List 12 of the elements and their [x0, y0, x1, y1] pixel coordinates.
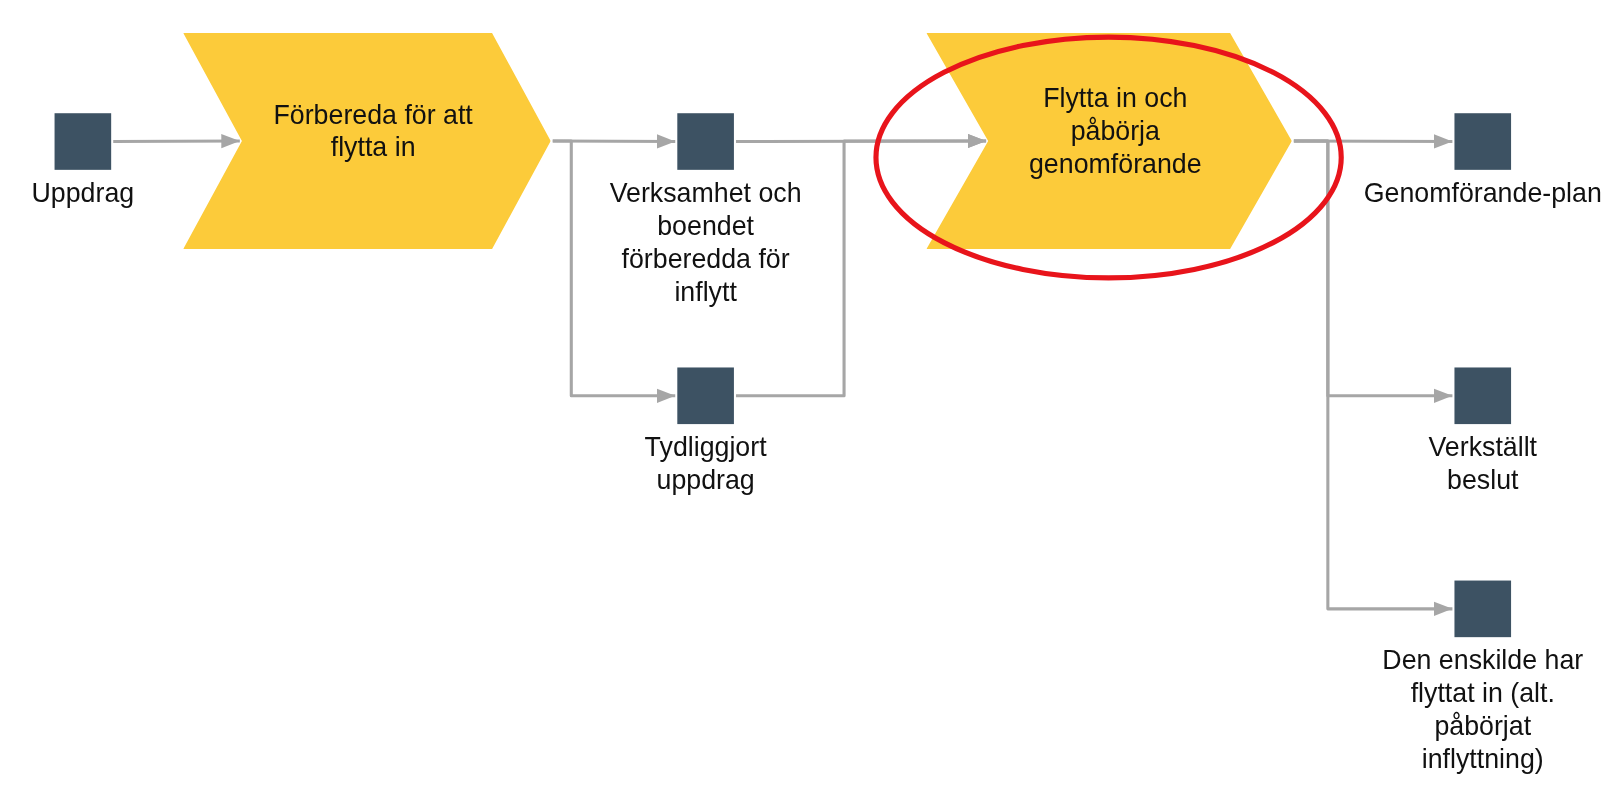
arrow: [552, 139, 676, 403]
event-label: Den enskilde har flyttat in (alt. påbörjat inflyttning): [1381, 643, 1585, 776]
process-label: Förbereda för att flytta in: [272, 97, 474, 164]
event-label: Verksamhet och boendet förberedda för inflytt: [608, 176, 803, 308]
event-label: Verkställt beslut: [1427, 430, 1539, 497]
arrow: [113, 133, 240, 149]
event-label: Uppdrag: [30, 176, 136, 209]
process-label: Flytta in och påbörja genomförande: [1028, 81, 1203, 181]
arrow: [1293, 139, 1453, 617]
event-label: Tydliggjort uppdrag: [643, 430, 768, 497]
arrow: [736, 133, 987, 398]
event-label: Genomförande-plan: [1362, 176, 1603, 209]
